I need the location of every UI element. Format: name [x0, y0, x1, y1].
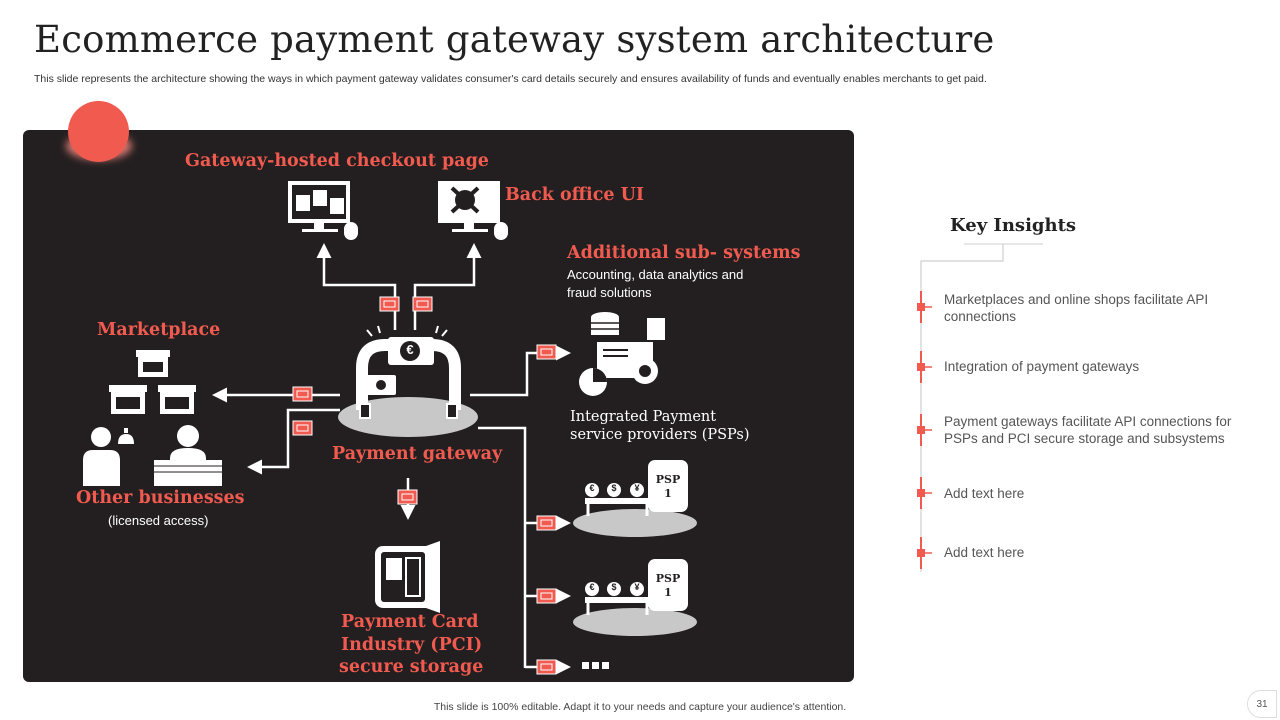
badge-icon: [397, 489, 418, 505]
psp-machine-icon-2: [573, 559, 697, 636]
badge-icon: [536, 344, 557, 360]
subsystems-desc-2: fraud solutions: [567, 285, 652, 300]
pci-label-line-2: Industry (PCI): [341, 635, 483, 655]
coin-yen-icon: ¥: [634, 483, 640, 493]
badge-icon: [536, 515, 557, 531]
other-businesses-sub: (licensed access): [108, 513, 209, 528]
psp-tag-1-name: PSP: [655, 473, 681, 486]
page-title: Ecommerce payment gateway system archite…: [34, 18, 995, 61]
badge-icon: [379, 296, 400, 312]
line-to-other: [247, 408, 340, 475]
footer-text: This slide is 100% editable. Adapt it to…: [433, 701, 847, 713]
coin-dollar-icon: $: [611, 483, 617, 493]
pci-label-line-3: secure storage: [339, 657, 484, 677]
badge-icon: [536, 588, 557, 604]
key-insight-item: Payment gateways facilitate API connecti…: [944, 414, 1232, 446]
psp-tag-2-number: 1: [664, 586, 672, 599]
key-insight-item: Integration of payment gateways: [944, 359, 1140, 374]
marketplace-label: Marketplace: [97, 320, 221, 340]
coin-yen-icon: ¥: [634, 582, 640, 592]
other-businesses-icon: [83, 425, 222, 486]
timeline-marker: [917, 537, 932, 569]
subsystems-label: Additional sub- systems: [567, 243, 801, 263]
key-insight-item: Marketplaces and online shops facilitate…: [944, 292, 1209, 324]
pci-storage-icon: [375, 541, 440, 613]
psp-tag-1-number: 1: [664, 487, 672, 500]
checkout-monitor-icon: [288, 181, 358, 240]
timeline-marker: [917, 414, 932, 446]
badge-icon: [412, 296, 433, 312]
psp-label-1: Integrated Payment: [570, 409, 717, 425]
page-subtitle: This slide represents the architecture s…: [34, 73, 987, 85]
gateway-coin-icon: €: [406, 342, 414, 357]
coin-dollar-icon: $: [611, 582, 617, 592]
checkout-label: Gateway-hosted checkout page: [185, 151, 489, 171]
connector-badges: [292, 296, 557, 675]
badge-icon: [292, 420, 313, 436]
psp-tag-2-name: PSP: [655, 572, 681, 585]
decorative-circle: [68, 101, 129, 162]
psp-machine-icon-1: [573, 460, 697, 537]
timeline-marker: [917, 477, 932, 509]
payment-gateway-icon: [338, 325, 478, 437]
more-dots-icon: [582, 662, 609, 669]
badge-icon: [536, 659, 557, 675]
key-insight-item: Add text here: [944, 486, 1025, 501]
coin-euro-icon: €: [589, 483, 595, 493]
line-to-psp-trunk: [478, 426, 527, 668]
marketplace-shops-icon: [109, 350, 196, 414]
pci-label-line-1: Payment Card: [341, 612, 479, 632]
backoffice-label: Back office UI: [505, 185, 645, 205]
badge-icon: [292, 386, 313, 402]
timeline-marker: [917, 351, 932, 383]
psp-tag-1: PSP 1: [648, 473, 688, 501]
psp-label-2: service providers (PSPs): [570, 427, 750, 443]
subsystems-desc-1: Accounting, data analytics and: [567, 267, 744, 282]
key-insights-title: Key Insights: [950, 215, 1077, 236]
backoffice-monitor-icon: [438, 181, 508, 240]
page-number: 31: [1247, 690, 1277, 718]
coin-euro-icon: €: [589, 582, 595, 592]
psp-tag-2: PSP 1: [648, 572, 688, 600]
payment-gateway-label: Payment gateway: [332, 444, 503, 464]
key-insight-item: Add text here: [944, 545, 1025, 560]
timeline-marker: [917, 291, 932, 323]
other-businesses-label: Other businesses: [76, 488, 245, 508]
subsystems-icon: [579, 312, 665, 396]
